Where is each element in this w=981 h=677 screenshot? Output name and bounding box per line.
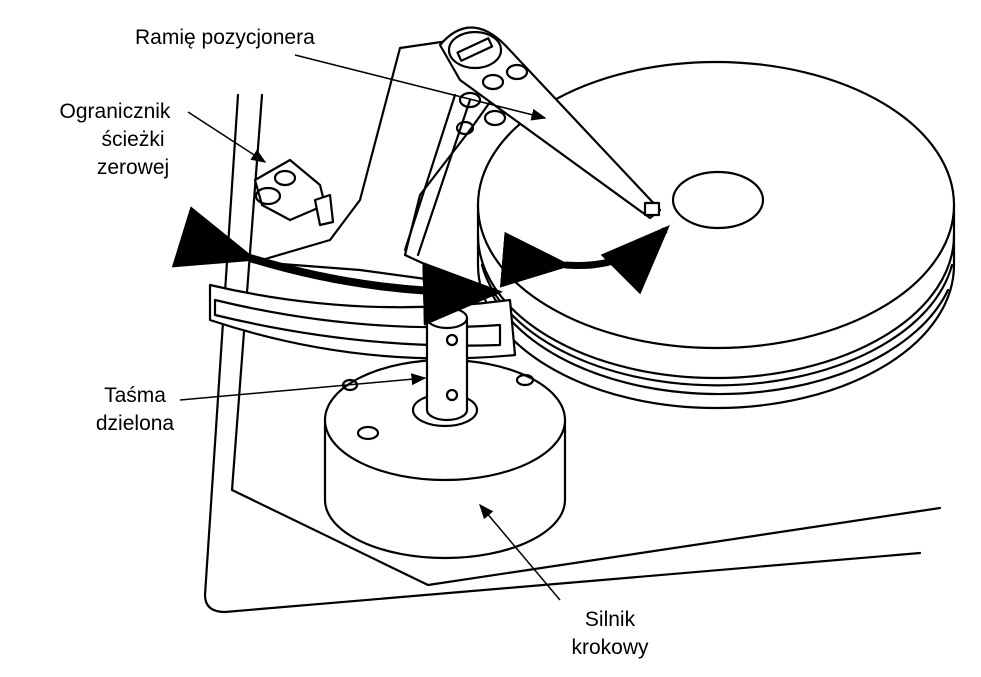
track-zero-stop bbox=[253, 158, 335, 227]
label-split-band: Taśma dzielona bbox=[90, 382, 180, 438]
label-line: Taśma bbox=[104, 384, 166, 407]
label-line: Silnik bbox=[584, 608, 636, 631]
base-plate bbox=[203, 93, 922, 614]
label-line: Ogranicznik bbox=[59, 100, 171, 123]
positioner-arm-pointer bbox=[294, 54, 547, 121]
split-band-pointer bbox=[179, 373, 427, 401]
label-line: dzielona bbox=[95, 412, 175, 435]
disk-rotation-arrow bbox=[499, 225, 670, 295]
label-line: zerowej bbox=[96, 156, 170, 179]
track-zero-stop-pointer bbox=[187, 111, 267, 163]
motor-shaft bbox=[425, 306, 469, 422]
label-line: ścieżki bbox=[101, 128, 165, 151]
label-stepper-motor: Silnik krokowy bbox=[565, 606, 655, 662]
read-write-head bbox=[643, 201, 661, 217]
label-positioner-arm: Ramię pozycjonera bbox=[135, 26, 315, 49]
label-track-zero-stop: Ogranicznik ścieżki zerowej bbox=[40, 98, 190, 182]
spindle-hub bbox=[671, 170, 765, 230]
arc-motion-arrow bbox=[171, 206, 503, 326]
stepper-motor-pointer bbox=[479, 503, 561, 601]
label-line: krokowy bbox=[571, 636, 649, 659]
